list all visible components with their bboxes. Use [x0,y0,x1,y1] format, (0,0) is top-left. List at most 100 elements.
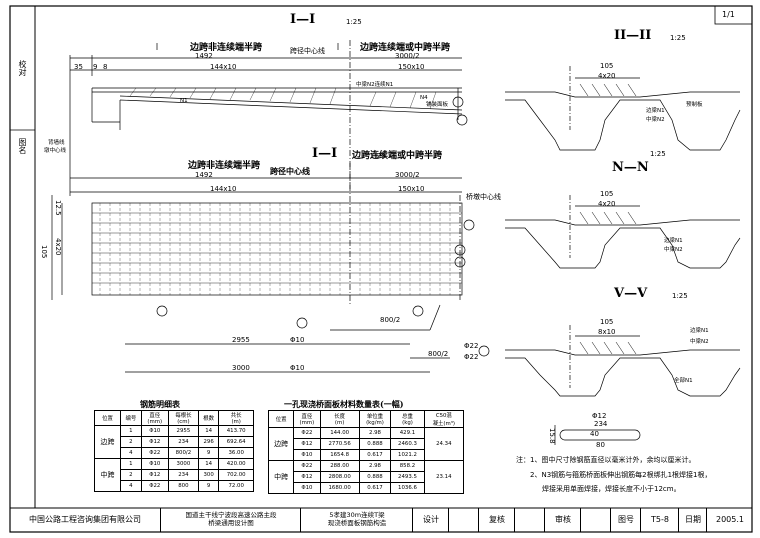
dim-2955: 2955 [232,336,250,344]
footer-review-sig [514,508,545,532]
dim-8x10-s5: 8x10 [598,328,616,336]
t1-cell: 4 [120,480,142,492]
label-yuzhi-ban: 预制板 [686,102,703,108]
dim-9: 9 [93,63,98,71]
section-scale-2: 1:25 [370,152,386,160]
t2-cell: 144.00 [319,427,360,439]
t1-cell: 413.70 [218,425,254,437]
t2-cell: 2.98 [358,460,392,472]
t2-cell: 1021.2 [390,449,425,461]
dim-1492-a: 1492 [195,52,213,60]
t1-cell: Φ10 [140,425,169,437]
t1-cell: 2 [120,436,142,448]
title-top-left: 边跨非连续端半跨 [190,43,263,53]
t1-cell: 1 [120,425,142,437]
t1-h-cnt: 根数 [197,410,220,426]
section-label-5: V—V [614,286,648,301]
t2-cell: 1680.00 [319,482,360,494]
section-scale-3: 1:25 [670,34,686,42]
label-zhongqiao: 中梁N2连续N1 [356,82,394,88]
t2-cell: 2770.56 [319,438,360,450]
phi12-hook: Φ12 [592,412,607,420]
section-scale-5: 1:25 [672,292,688,300]
dim-4x20-s3: 4x20 [598,72,616,80]
dim-4x20-plan: 4x20 [54,238,62,256]
t2-cell: 中跨 [267,460,295,494]
t1-cell: 2 [120,469,142,481]
dim-3000-2-a: 3000/2 [395,52,420,60]
t1-cell: 14 [197,425,220,437]
page-indicator: 1/1 [722,10,735,19]
t1-cell: Φ12 [140,469,169,481]
section-label-1: I—I [290,12,316,27]
t2-cell: 1036.6 [390,482,425,494]
title-plan-right: 边跨连续端或中跨半跨 [352,151,443,161]
footer-review: 复核 [478,508,515,532]
note-2: 2、N3钢筋与箍筋桥面板伸出钢筋每2根绑扎1根焊接1根， [530,471,712,479]
title-plan-left: 边跨非连续端半跨 [188,161,261,171]
dim-1492-b: 1492 [195,171,213,179]
dim-800-2-a: 800/2 [380,316,401,324]
t1-cell: 9 [197,480,220,492]
footer-design: 设计 [412,508,449,532]
pier-center-label: 桥墩中心线 [466,193,501,201]
t2-h-len: 长度 (m) [319,410,360,428]
dim-150x10-a: 150x10 [398,63,425,71]
table-row: 4 Φ22 800 9 72.00 [95,480,254,492]
dim-15-8: 15.8 [548,428,556,444]
t1-h-pos: 位置 [93,410,122,426]
t1-cell: 36.00 [218,447,254,459]
table-row: 边跨 1 Φ10 2955 14 413.70 [93,425,254,459]
footer-design-sig [448,508,479,532]
t1-h-dia: 直径 (mm) [140,410,169,426]
label-quan-n1: 全部N1 [674,378,693,384]
footer-date: 2005.1 [706,508,753,532]
t2-cell: 2493.5 [390,471,425,483]
footer-company: 中国公路工程咨询集团有限公司 [29,515,141,525]
t1-cell: 692.64 [218,436,254,448]
dim-105-plan: 105 [40,245,48,259]
dim-4x20-s4: 4x20 [598,200,616,208]
t1-cell: Φ22 [140,480,169,492]
title-top-right: 边跨连续端或中跨半跨 [360,43,451,53]
dim-40: 40 [590,430,599,438]
phi10-b: Φ10 [290,364,305,372]
phi22-b: Φ22 [464,353,479,361]
dim-80: 80 [596,441,605,449]
label-bianliang-s5: 边梁N1 [690,328,709,334]
t1-cell: 72.00 [218,480,254,492]
dim-12-5-plan: 12.5 [54,200,62,216]
label-zhongliang-s3: 中梁N2 [646,117,665,123]
dim-105-s3: 105 [600,62,614,70]
t1-cell: 中跨 [93,458,122,492]
table1-title: 钢筋明细表 [140,399,180,409]
footer-audit-sig [580,508,611,532]
t1-cell: 702.00 [218,469,254,481]
t2-cell: Φ12 [293,471,321,483]
t2-cell: 429.1 [390,427,425,439]
t1-cell: Φ12 [140,436,169,448]
dim-35: 35 [74,63,83,71]
t2-cell: 0.617 [358,482,392,494]
left-strip-top: 校对 [18,60,27,76]
dim-105-s4: 105 [600,190,614,198]
dim-3000: 3000 [232,364,250,372]
dim-144x10-a: 144x10 [210,63,237,71]
table-row: Φ10 1680.00 0.617 1036.6 [269,482,464,494]
section-label-4: N—N [612,160,649,175]
table-row: Φ12 2808.00 0.888 2493.5 [269,471,464,483]
t2-cell: 2460.3 [390,438,425,450]
t2-cell: 0.617 [358,449,392,461]
section-label-3: II—II [614,28,652,43]
t2-cell: 1654.8 [319,449,360,461]
t2-cell: Φ22 [293,427,321,439]
footer-project: 国道主干线宁波段高速公路主段 桥梁通用设计图 [160,508,301,532]
section-scale-4: 1:25 [650,150,666,158]
t1-cell: 800 [167,480,199,492]
span-center-label-2: 跨径中心线 [270,166,310,176]
dim-3000-2-b: 3000/2 [395,171,420,179]
t1-cell: 边跨 [93,425,122,459]
t1-cell: 234 [167,469,199,481]
